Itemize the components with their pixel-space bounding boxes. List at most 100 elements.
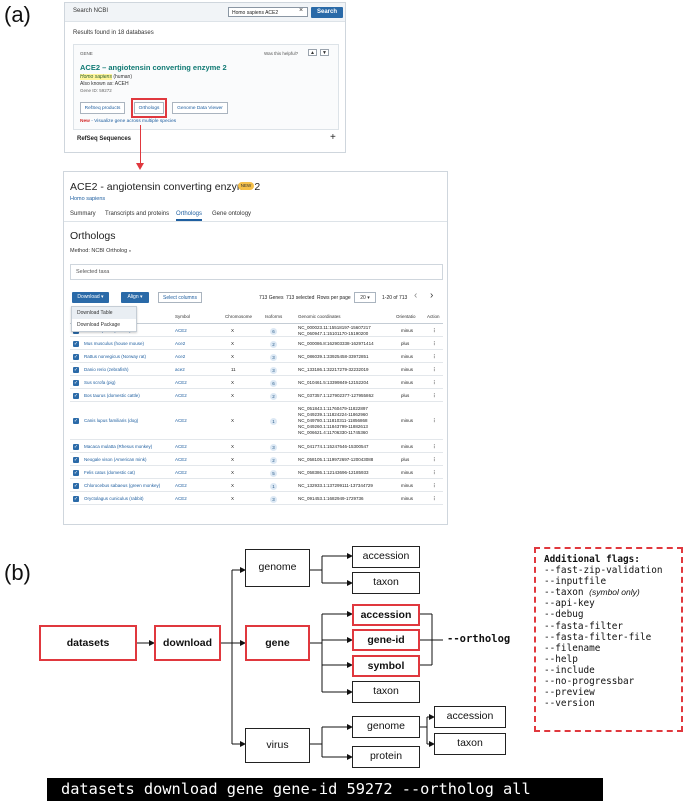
symbol-link[interactable]: Ace2 (175, 353, 186, 359)
row-checkbox[interactable]: ✓ (73, 340, 79, 347)
species-link[interactable]: Homo sapiens (70, 196, 106, 202)
organism-link[interactable]: Mus musculus (house mouse) (84, 340, 145, 346)
row-checkbox[interactable]: ✓ (73, 418, 79, 424)
symbol-link[interactable]: ACE2 (175, 456, 187, 462)
col-action[interactable]: Action (427, 314, 440, 319)
row-action-menu-icon[interactable]: ⋮ (432, 418, 437, 423)
row-action-menu-icon[interactable]: ⋮ (432, 366, 437, 372)
tab-orthologs[interactable]: Orthologs (176, 211, 203, 221)
organism-link[interactable]: Danio rerio (zebrafish) (84, 366, 129, 372)
organism-link[interactable]: Sus scrofa (pig) (84, 379, 116, 385)
tab-gene-ontology[interactable]: Gene ontology (212, 211, 252, 217)
select-columns-button[interactable]: Select columns (158, 292, 202, 303)
symbol-link[interactable]: ACE2 (175, 327, 187, 333)
genome-data-viewer-button[interactable]: Genome Data Viewer (172, 102, 228, 114)
symbol-link[interactable]: ACE2 (175, 482, 187, 488)
new-badge: New (80, 119, 90, 124)
organism-link[interactable]: Chlorocebus sabaeus (green monkey) (84, 482, 161, 488)
genome-node: genome (245, 549, 310, 587)
orthologs-button[interactable]: Orthologs (134, 102, 164, 114)
organism-link[interactable]: Bos taurus (domestic cattle) (84, 392, 140, 398)
tab-summary[interactable]: Summary (70, 211, 96, 217)
row-checkbox[interactable]: ✓ (73, 495, 79, 502)
thumbs-down-icon[interactable]: ▼ (320, 49, 329, 56)
col-chromosome[interactable]: Chromosome (225, 314, 253, 319)
expand-plus-icon[interactable]: + (330, 132, 336, 143)
download-table-option[interactable]: Download Table (72, 307, 136, 319)
row-action-menu-icon[interactable]: ⋮ (432, 456, 437, 462)
organism-link[interactable]: Neogale vison (American mink) (84, 456, 147, 462)
selected-taxa-field[interactable]: Selected taxa (70, 264, 443, 280)
align-dropdown-button[interactable]: Align ▾ (121, 292, 149, 303)
isoform-count-badge: 6 (270, 327, 277, 335)
row-action-menu-icon[interactable]: ⋮ (432, 392, 437, 398)
ortholog-flag-label: --ortholog (447, 633, 511, 645)
symbol-link[interactable]: ace2 (175, 366, 185, 372)
refseq-products-button[interactable]: RefSeq products (80, 102, 125, 114)
row-checkbox[interactable]: ✓ (73, 366, 79, 373)
command-line: datasets download gene gene-id 59272 --o… (47, 778, 603, 801)
symbol-link[interactable]: ACE2 (175, 469, 187, 475)
thumbs-up-icon[interactable]: ▲ (308, 49, 317, 56)
row-action-menu-icon[interactable]: ⋮ (432, 469, 437, 475)
organism-link[interactable]: Oryctolagus cuniculus (rabbit) (84, 495, 144, 501)
row-checkbox[interactable]: ✓ (73, 353, 79, 360)
symbol-link[interactable]: ACE2 (175, 495, 187, 501)
download-package-option[interactable]: Download Package (77, 322, 121, 328)
flag-item-taxon: --taxon (symbol only) (544, 587, 673, 598)
col-isoforms[interactable]: Isoforms (265, 314, 283, 319)
row-checkbox[interactable]: ✓ (73, 469, 79, 476)
row-action-menu-icon[interactable]: ⋮ (432, 379, 437, 385)
organism-link[interactable]: Macaca mulatta (Rhesus monkey) (84, 443, 153, 449)
new-feature-note[interactable]: New - Visualize gene across multiple spe… (80, 119, 176, 124)
row-action-menu-icon[interactable]: ⋮ (432, 353, 437, 359)
gene-title-link[interactable]: ACE2 – angiotensin converting enzyme 2 (80, 63, 227, 72)
chromosome: X (231, 495, 235, 501)
symbol-link[interactable]: ACE2 (175, 392, 187, 398)
refseq-sequences-section[interactable]: RefSeq Sequences (77, 136, 132, 142)
organism-link[interactable]: Canis lupus familiaris (dog) (84, 418, 139, 423)
row-checkbox[interactable]: ✓ (73, 379, 79, 386)
orientation: plus (401, 456, 410, 462)
prev-page-icon[interactable]: ‹ (414, 290, 418, 301)
row-action-menu-icon[interactable]: ⋮ (432, 443, 437, 449)
row-checkbox[interactable]: ✓ (73, 456, 79, 463)
tab-transcripts[interactable]: Transcripts and proteins (105, 211, 170, 217)
col-orientation[interactable]: Orientatio (396, 314, 416, 319)
row-checkbox[interactable]: ✓ (73, 482, 79, 489)
symbol-link[interactable]: ACE2 (175, 418, 187, 423)
row-action-menu-icon[interactable]: ⋮ (432, 482, 437, 488)
gene-id: Gene ID: 59272 (80, 88, 112, 93)
row-action-menu-icon[interactable]: ⋮ (432, 340, 437, 346)
symbol-link[interactable]: Ace2 (175, 340, 186, 346)
download-dropdown-button[interactable]: Download ▾ (72, 292, 109, 303)
rows-per-page-select[interactable]: 20 ▾ (354, 292, 376, 303)
search-button[interactable]: Search (311, 7, 343, 18)
organism-link[interactable]: Rattus norvegicus (Norway rat) (84, 353, 147, 359)
symbol-link[interactable]: ACE2 (175, 443, 187, 449)
row-checkbox[interactable]: ✓ (73, 392, 79, 399)
info-icon[interactable]: ● (128, 248, 132, 253)
search-input[interactable]: Homo sapiens ACE2 (228, 7, 308, 17)
row-checkbox[interactable]: ✓ (73, 443, 79, 450)
clear-icon[interactable]: × (299, 7, 304, 14)
next-page-icon[interactable]: › (430, 290, 434, 301)
organism-link[interactable]: Felis catus (domestic cat) (84, 469, 136, 475)
chromosome: X (231, 482, 235, 488)
row-action-menu-icon[interactable]: ⋮ (432, 327, 437, 333)
table-row[interactable]: ✓ Chlorocebus sabaeus (green monkey) ACE2 X… (70, 479, 443, 492)
col-symbol[interactable]: Symbol (175, 314, 191, 319)
symbol-link[interactable]: ACE2 (175, 379, 187, 385)
row-action-menu-icon[interactable]: ⋮ (432, 495, 437, 501)
col-genomic-coordinates[interactable]: Genomic coordinates (298, 314, 341, 319)
